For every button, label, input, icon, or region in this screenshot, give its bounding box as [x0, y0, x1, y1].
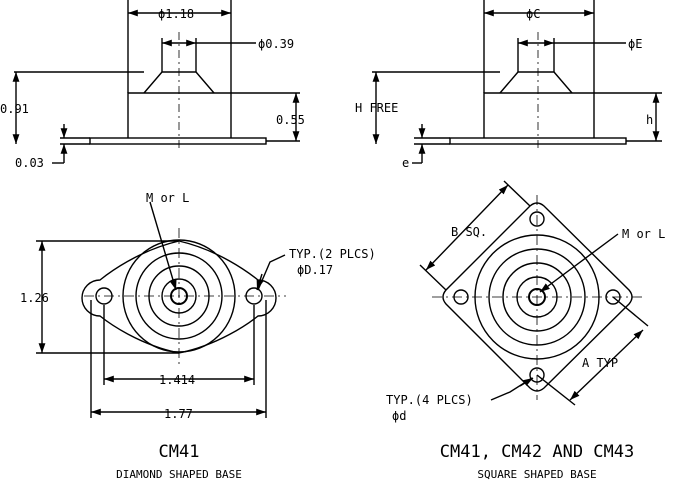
left-subtitle: DIAMOND SHAPED BASE	[116, 468, 242, 481]
right-plan-view	[419, 180, 649, 406]
right-holes-dia: ϕd	[392, 409, 406, 423]
left-plan-view	[36, 201, 286, 418]
right-square-label: B SQ.	[451, 225, 487, 239]
left-side-view	[12, 0, 300, 164]
right-title: CM41, CM42 AND CM43	[440, 442, 634, 462]
right-dia-stud-label: ϕE	[628, 37, 642, 51]
left-dia-stud-label: ϕ0.39	[258, 37, 294, 51]
right-side-view	[372, 0, 662, 164]
right-spacing-label: A TYP	[582, 356, 618, 370]
left-length-label: 1.77	[164, 407, 193, 421]
left-holes-dia: ϕD.17	[297, 263, 333, 277]
left-title: CM41	[159, 442, 200, 462]
left-base-thickness-label: 0.03	[15, 156, 44, 170]
right-dia-top-label: ϕC	[526, 7, 540, 21]
left-holes-note: TYP.(2 PLCS)	[289, 247, 376, 261]
left-height-label: 1.26	[20, 291, 49, 305]
left-dia-top-label: ϕ1.18	[158, 7, 194, 21]
right-thread-label: M or L	[622, 227, 665, 241]
right-height-total-label: H FREE	[355, 101, 398, 115]
left-thread-label: M or L	[146, 191, 189, 205]
right-holes-note: TYP.(4 PLCS)	[386, 393, 473, 407]
right-height-body-label: h	[646, 113, 653, 127]
left-height-body-label: 0.55	[276, 113, 305, 127]
left-height-total-label: 0.91	[0, 102, 29, 116]
left-hole-spacing-label: 1.414	[159, 373, 195, 387]
right-base-thickness-label: e	[402, 156, 409, 170]
right-subtitle: SQUARE SHAPED BASE	[477, 468, 596, 481]
